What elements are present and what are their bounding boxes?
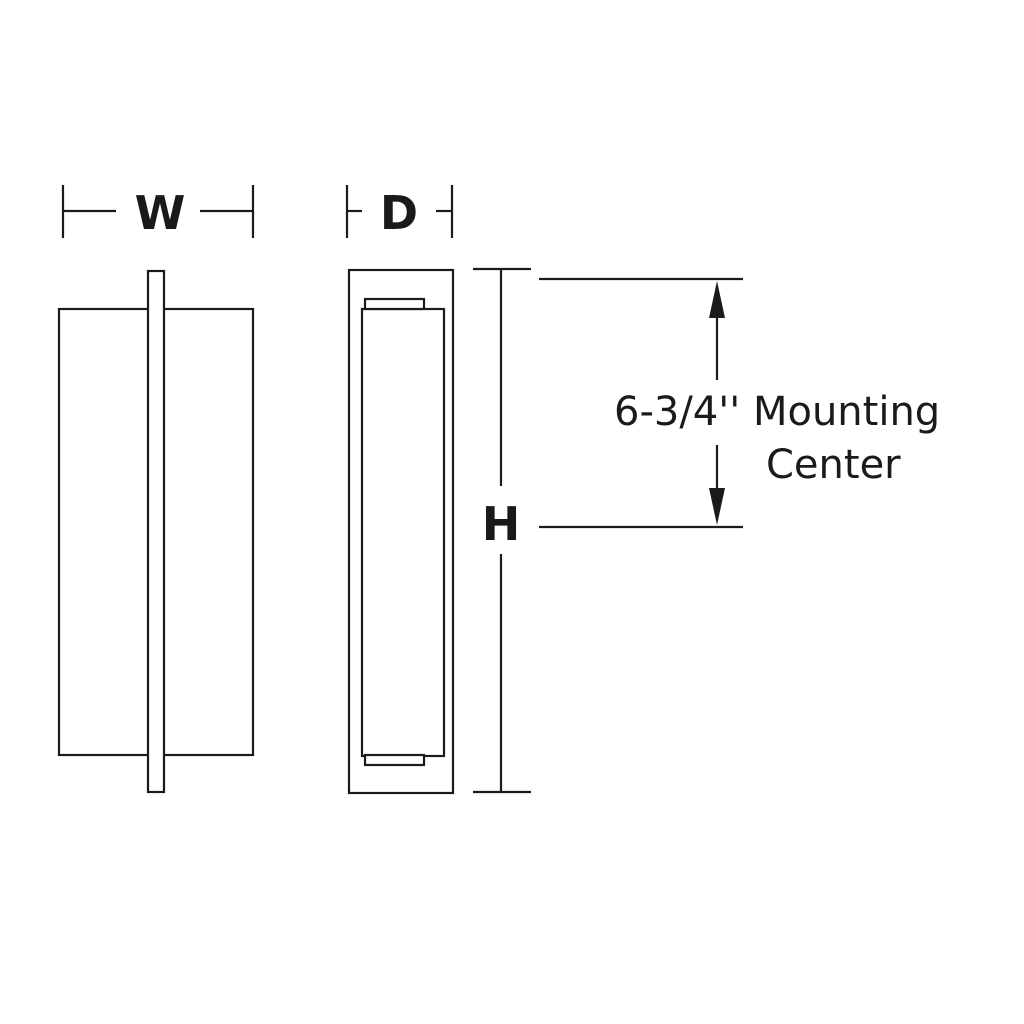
mounting-arrow-up-icon [709,281,725,318]
mounting-note-line2: Center [766,442,901,488]
mounting-arrow-down-icon [709,488,725,525]
depth-dimension: D [345,185,454,240]
depth-label: D [380,186,418,240]
height-dimension: H [473,267,531,794]
side-inner-panel [360,307,446,758]
side-bottom-bracket [363,753,426,767]
mounting-note-line1: 6-3/4'' Mounting [614,389,940,435]
height-label: H [482,497,521,551]
front-backplate-bar [146,269,166,794]
side-view [347,268,455,795]
width-dimension: W [61,185,255,240]
front-view [57,269,255,794]
mounting-center-dimension: 6-3/4'' Mounting Center [539,277,940,529]
width-label: W [135,186,186,240]
side-top-bracket [363,297,426,311]
